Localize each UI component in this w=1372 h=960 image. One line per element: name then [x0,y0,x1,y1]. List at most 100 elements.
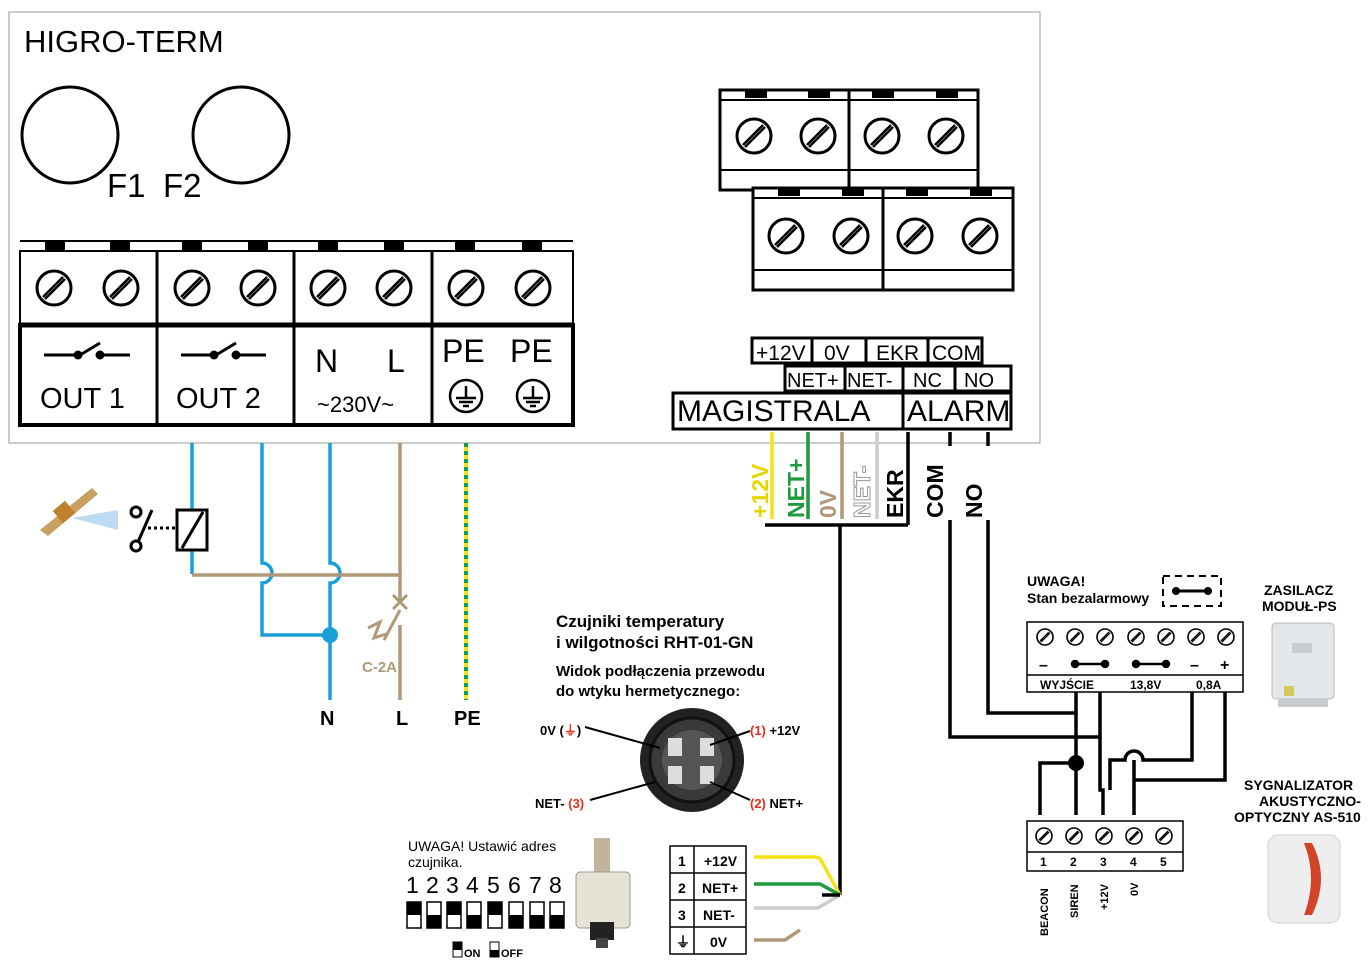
breaker-c2a-symbol [367,593,409,641]
wire-label-net-minus: NET- [849,466,875,518]
siren-terminal-label: SIREN [1069,884,1081,918]
dip-digit: 6 [508,872,521,898]
dip-digit: 2 [426,872,439,898]
pin-0v-label: 0V (⏚) [540,723,581,738]
fuse-f2-label: F2 [163,167,202,204]
table-pin-num: 3 [678,907,686,923]
siren-name-3: OPTYCZNY AS-510 [1234,809,1361,825]
siren-name-2: AKUSTYCZNO- [1259,793,1361,809]
siren-terminal-number: 5 [1160,855,1167,869]
bus-terminal-blocks [718,88,1015,292]
connector-table [669,845,747,955]
table-pin-num: 2 [678,880,686,896]
psu-label-voltage: 13,8V [1130,678,1161,692]
bus-label-ekr: EKR [876,342,919,365]
fuse-f1-label: F1 [107,167,146,204]
bus-label-no: NO [964,370,994,392]
wire-label-no: NO [961,484,987,519]
table-pin-label: +12V [704,853,738,869]
dip-digit: 8 [549,872,562,898]
wire-label-12v: +12V [747,463,773,518]
table-pin-label: NET+ [702,880,738,896]
sensor-subtitle-1: Widok podłączenia przewodu [556,663,765,680]
mains-wiring [190,443,468,700]
wire-label-0v: 0V [815,489,841,518]
magistrala-label: MAGISTRALA [677,395,870,428]
fuse-f1-holder [20,85,120,185]
siren-name-1: SYGNALIZATOR [1244,777,1353,793]
terminal-l-label: L [387,343,405,379]
mains-pe-label: PE [454,708,481,730]
psu-enclosure-picture [1271,622,1335,707]
bus-label-net-plus: NET+ [787,370,839,392]
address-note-2: czujnika. [408,854,462,870]
dip-off-label: OFF [501,948,523,960]
psu-minus-1: – [1039,657,1048,674]
psu-warning-1: UWAGA! [1027,573,1085,589]
dip-digit: 1 [406,872,419,898]
device-title: HIGRO-TERM [24,24,224,59]
psu-name-2: MODUŁ-PS [1262,598,1337,614]
table-pin-num: 1 [678,853,686,869]
bus-wire-labels: +12V NET+ 0V NET- EKR COM NO [747,459,987,519]
pin-1-label: (1) +12V [750,723,801,738]
terminal-n-label: N [315,343,338,379]
psu-label-current: 0,8A [1196,678,1222,692]
relay-contact [129,505,176,553]
sensor-title-2: i wilgotności RHT-01-GN [556,633,753,652]
address-note-1: UWAGA! Ustawić adres [408,838,556,854]
psu-terminal-block [1026,621,1244,693]
table-pin-label: 0V [710,934,728,950]
alarm-junction [1068,755,1084,771]
address-digits: 1 2 3 4 5 6 7 8 [406,872,562,898]
siren-terminal-label: BEACON [1039,888,1051,936]
dip-on-label: ON [464,948,481,960]
sensor-title-1: Czujniki temperatury [556,612,725,631]
spray-valve-icon [40,488,118,536]
neutral-junction [322,627,338,643]
terminal-voltage-label: ~230V~ [317,392,394,417]
psu-label-output: WYJŚCIE [1040,677,1094,692]
table-pin-label: NET- [703,907,735,923]
mains-n-label: N [320,708,334,730]
sensor-subtitle-2: do wtyku hermetycznego: [556,683,740,700]
siren-terminal-number: 2 [1070,855,1077,869]
siren-terminal-block [1026,820,1184,872]
siren-terminal-number: 3 [1100,855,1107,869]
psu-minus-2: – [1190,657,1199,674]
siren-terminal-label: 0V [1129,882,1141,896]
table-pin-num: ⏚ [676,934,690,950]
jumper-symbol [1162,575,1222,607]
bus-label-12v: +12V [756,342,806,365]
wire-label-ekr: EKR [882,469,908,518]
siren-enclosure-picture [1267,834,1341,924]
psu-warning-2: Stan bezalarmowy [1027,590,1149,606]
psu-name-1: ZASILACZ [1264,582,1334,598]
psu-plus: + [1220,657,1229,674]
bus-label-net-minus: NET- [847,370,893,392]
dip-switch-bank [406,901,565,958]
power-terminal-block [18,240,575,427]
wire-label-com: COM [922,464,948,518]
terminal-pe2-label: PE [510,333,553,369]
sensor-plug-graphic [640,708,744,812]
bus-cable-wires [765,432,910,895]
dip-digit: 7 [529,872,542,898]
dip-digit: 4 [466,872,479,898]
dip-digit: 5 [487,872,500,898]
alarm-wiring [948,432,1227,815]
alarm-label: ALARM [907,395,1010,428]
bus-label-0v: 0V [824,342,850,365]
mains-l-label: L [396,708,408,730]
terminal-pe1-label: PE [442,333,485,369]
terminal-out2-label: OUT 2 [176,383,261,415]
fuse-f2-holder [191,85,291,185]
pin-2-label: (2) NET+ [750,796,804,811]
table-wires [754,855,842,942]
wire-label-net-plus: NET+ [783,459,809,518]
bus-label-grid [671,336,1013,431]
bus-label-nc: NC [913,370,942,392]
siren-terminal-label: +12V [1099,883,1111,910]
terminal-out1-label: OUT 1 [40,383,125,415]
